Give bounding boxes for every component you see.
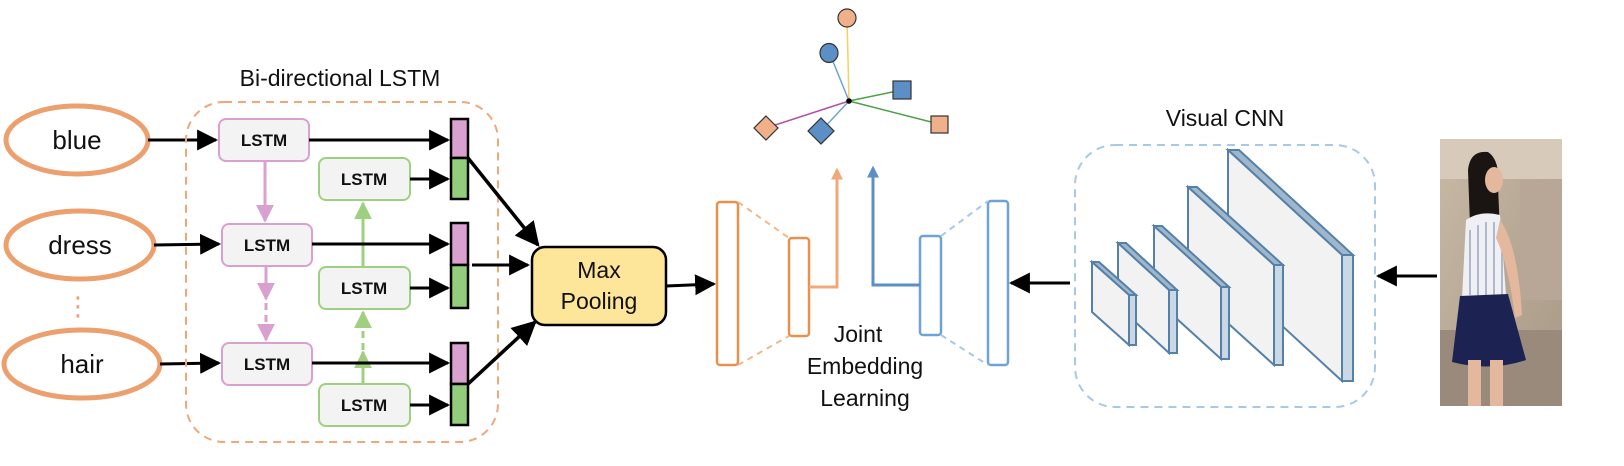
svg-text:Embedding: Embedding (807, 353, 923, 379)
svg-text:LSTM: LSTM (341, 279, 387, 298)
pool-output-arrow (665, 274, 717, 296)
forward-lstm-cell: LSTM (221, 223, 313, 267)
pool-input-arrow (466, 156, 540, 247)
word-label: dress (48, 230, 112, 260)
person-photo (1440, 139, 1562, 406)
word-ellipsis: ⋮ (65, 291, 91, 321)
cnn-layer (1185, 184, 1286, 368)
embedding-center-point (846, 98, 852, 104)
svg-text:LSTM: LSTM (341, 396, 387, 415)
svg-text:Joint: Joint (834, 321, 883, 347)
diamond-marker (753, 115, 779, 141)
max-pooling-block: Max Pooling (530, 245, 668, 327)
pooling-label-line1: Max (577, 257, 621, 283)
word-input-blue: blue (3, 103, 151, 177)
word-input-hair: hair (1, 327, 163, 401)
square-marker (892, 80, 912, 100)
input-arrow (153, 233, 222, 255)
word-label: hair (60, 349, 104, 379)
bilstm-group: Bi-directional LSTM LSTM LSTM LSTM LSTM … (185, 65, 499, 443)
cnn-layer (1089, 259, 1139, 348)
image-embedding-layers (918, 199, 1010, 367)
square-marker (930, 115, 949, 134)
pool-input-arrow (466, 320, 537, 386)
circle-marker (837, 8, 857, 28)
forward-lstm-cell: LSTM (221, 342, 313, 386)
bilstm-title: Bi-directional LSTM (240, 65, 441, 91)
diamond-marker (807, 117, 835, 145)
svg-text:LSTM: LSTM (244, 236, 290, 255)
svg-text:LSTM: LSTM (241, 131, 287, 150)
backward-lstm-cell: LSTM (318, 383, 411, 427)
pooling-label-line2: Pooling (561, 288, 638, 314)
hidden-vector (449, 117, 470, 201)
svg-text:LSTM: LSTM (244, 355, 290, 374)
svg-text:Learning: Learning (820, 385, 910, 411)
svg-text:LSTM: LSTM (341, 170, 387, 189)
embedding-space (753, 8, 949, 145)
circle-marker (819, 42, 839, 64)
text-to-embedding-arrow (809, 167, 843, 289)
forward-lstm-cell: LSTM (218, 118, 310, 162)
word-label: blue (52, 125, 101, 155)
text-embedding-layers (715, 200, 811, 367)
word-input-dress: dress (3, 208, 157, 282)
joint-embedding-label: Joint Embedding Learning (807, 321, 923, 411)
input-arrow (159, 352, 222, 374)
hidden-vector (449, 341, 470, 427)
hidden-vector (449, 221, 470, 310)
backward-lstm-cell: LSTM (318, 157, 411, 201)
image-to-embedding-arrow (867, 165, 920, 287)
backward-lstm-cell: LSTM (318, 266, 411, 310)
visual-cnn-group: Visual CNN (1074, 105, 1376, 408)
cnn-title: Visual CNN (1166, 105, 1284, 131)
